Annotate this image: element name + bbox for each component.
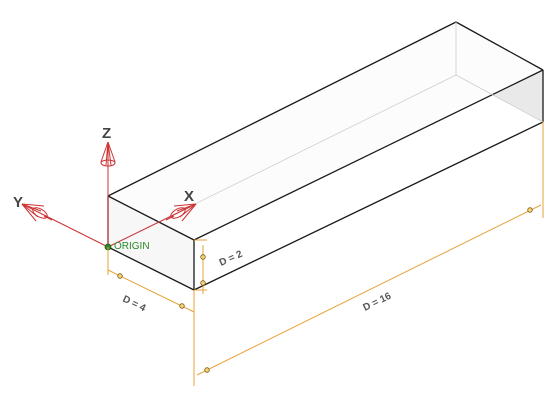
length-dim-marker-far[interactable] — [527, 207, 533, 213]
dimension-markers — [117, 207, 533, 373]
width-dim-label[interactable]: D = 4 — [121, 294, 148, 315]
length-dim-line[interactable] — [196, 204, 542, 376]
width-dim-marker-left[interactable] — [117, 273, 123, 279]
box-edges — [107, 21, 544, 291]
box-top-face[interactable] — [108, 22, 543, 240]
x-axis-cone-icon[interactable] — [165, 203, 197, 222]
length-dim-label[interactable]: D = 16 — [361, 291, 393, 314]
hidden-edge-far-bottom — [455, 74, 544, 123]
y-axis-cone-icon[interactable] — [21, 203, 53, 222]
y-axis-label: Y — [13, 194, 23, 211]
z-axis-label: Z — [102, 125, 111, 142]
origin-label: ORIGIN — [114, 241, 150, 252]
length-dim-marker-near[interactable] — [204, 367, 210, 373]
edge-top-front — [193, 69, 544, 241]
dimensions — [107, 122, 544, 386]
edge-bottom-front — [193, 121, 544, 291]
edge-top-back — [107, 21, 457, 197]
y-axis-line — [21, 203, 109, 248]
edge-near-top-left — [107, 195, 195, 241]
height-dim-marker-bottom[interactable] — [200, 280, 206, 286]
width-dim-marker-right[interactable] — [179, 303, 185, 309]
height-dim-marker-top[interactable] — [200, 254, 206, 260]
x-axis-label: X — [184, 188, 194, 205]
edge-near-bottom — [107, 246, 195, 291]
edge-far-top — [455, 21, 544, 71]
box-end-face[interactable] — [108, 196, 194, 290]
z-axis-cone-icon[interactable] — [100, 141, 116, 176]
height-dim-label[interactable]: D = 2 — [218, 249, 245, 269]
x-axis-line — [107, 203, 197, 248]
axes-triad: Z Y X ORIGIN — [13, 125, 197, 252]
